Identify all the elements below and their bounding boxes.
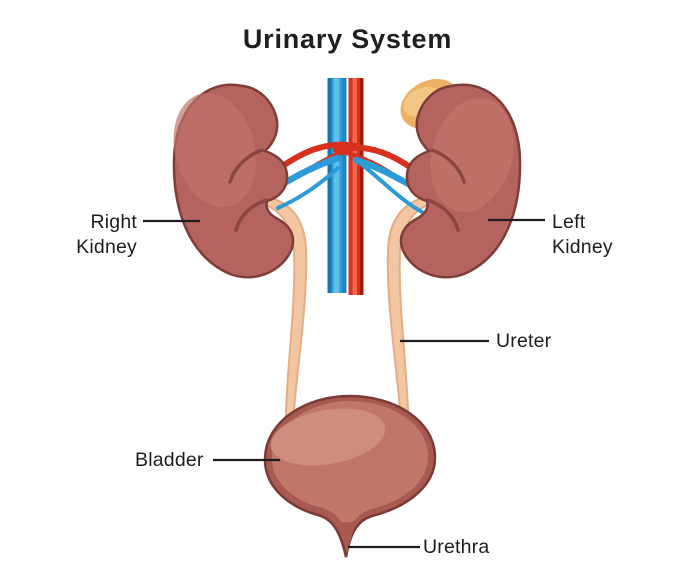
vena-cava-stripe-light bbox=[333, 78, 340, 293]
right-kidney-label: Right Kidney bbox=[37, 210, 137, 260]
bladder-highlight bbox=[270, 408, 386, 466]
great-vessels-group bbox=[327, 78, 364, 295]
right-kidney-label-line1: Right bbox=[90, 211, 137, 233]
aorta-stripe-dark bbox=[360, 78, 364, 295]
right-kidney-crease-upper bbox=[228, 148, 264, 184]
aorta-stripe-light bbox=[352, 78, 357, 295]
urethra-label: Urethra bbox=[423, 536, 490, 558]
ureter-label: Ureter bbox=[496, 330, 552, 352]
left-kidney-label: Left Kidney bbox=[552, 210, 613, 260]
left-kidney-group bbox=[399, 83, 522, 279]
leader-lines-group bbox=[143, 218, 545, 549]
renal-vessels-group bbox=[272, 141, 424, 214]
vena-cava-stripe-dark bbox=[327, 78, 332, 293]
right-kidney-highlight bbox=[173, 93, 257, 207]
urethra-shape bbox=[336, 518, 358, 554]
renal-artery-left bbox=[333, 144, 417, 173]
bladder-group bbox=[263, 394, 437, 558]
right-kidney-crease-lower bbox=[234, 198, 268, 232]
left-kidney-label-line2: Kidney bbox=[552, 236, 613, 258]
bladder-label: Bladder bbox=[135, 449, 204, 471]
left-kidney-crease-upper bbox=[430, 148, 466, 184]
left-kidney-crease-lower bbox=[426, 198, 460, 232]
left-kidney-label-line1: Left bbox=[552, 211, 586, 233]
vena-cava-stripe-edge bbox=[342, 78, 347, 293]
page-title: Urinary System bbox=[242, 24, 453, 54]
right-kidney-group bbox=[172, 83, 295, 279]
renal-vein-right-branch bbox=[276, 166, 340, 210]
left-kidney-highlight bbox=[430, 98, 514, 212]
renal-vein-left-branch bbox=[354, 158, 424, 214]
right-kidney-label-line2: Kidney bbox=[76, 236, 137, 258]
